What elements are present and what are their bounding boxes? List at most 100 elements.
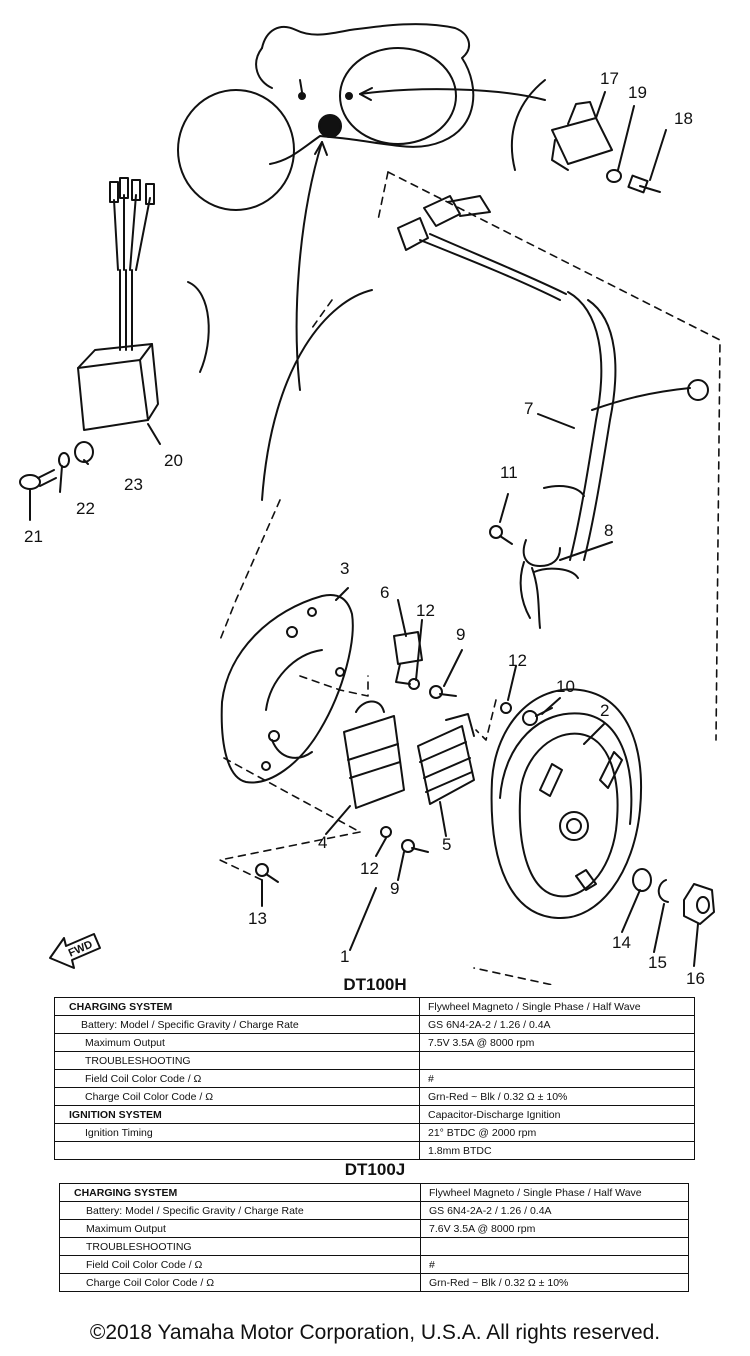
wire-clamp — [522, 539, 561, 567]
screw-18 — [627, 174, 661, 194]
parts-diagram: 1 2 3 4 5 6 7 8 9 9 10 11 12 12 12 13 14… — [19, 23, 721, 985]
screw-9-upper — [429, 685, 457, 699]
screw-11 — [489, 525, 513, 545]
table-row: Field Coil Color Code / Ω# — [59, 1255, 689, 1274]
screw-13 — [255, 863, 279, 883]
regulator-location-dot — [345, 92, 353, 100]
row-value: Capacitor-Discharge Ignition — [419, 1105, 695, 1124]
row-value — [420, 1237, 689, 1256]
table-row: 1.8mm BTDC — [54, 1141, 695, 1160]
copyright-notice: ©2018 Yamaha Motor Corporation, U.S.A. A… — [89, 1321, 661, 1344]
nut-19 — [606, 169, 622, 183]
small-location-dot — [298, 92, 306, 100]
plain-washer-23 — [74, 441, 94, 463]
cdi-screw-21 — [19, 469, 57, 490]
row-value: 1.8mm BTDC — [419, 1141, 695, 1160]
row-value: 7.6V 3.5A @ 8000 rpm — [420, 1219, 689, 1238]
table-row: Battery: Model / Specific Gravity / Char… — [59, 1201, 689, 1220]
callout-13: 13 — [248, 909, 267, 928]
callout-1: 1 — [340, 947, 349, 966]
callout-2: 2 — [600, 701, 609, 720]
screw-10 — [522, 707, 553, 726]
callout-6: 6 — [380, 583, 389, 602]
callout-5: 5 — [442, 835, 451, 854]
callout-8: 8 — [604, 521, 613, 540]
callout-22: 22 — [76, 499, 95, 518]
row-label: Field Coil Color Code / Ω — [59, 1255, 421, 1274]
stator-plate — [220, 594, 354, 784]
row-value: Flywheel Magneto / Single Phase / Half W… — [420, 1183, 689, 1202]
row-value — [419, 1051, 695, 1070]
charge-coil — [417, 713, 475, 805]
row-label: CHARGING SYSTEM — [59, 1183, 421, 1202]
callout-4: 4 — [318, 833, 327, 852]
callout-12-upper: 12 — [416, 601, 435, 620]
row-value: # — [420, 1255, 689, 1274]
row-label: TROUBLESHOOTING — [59, 1237, 421, 1256]
callout-12-lower: 12 — [360, 859, 379, 878]
row-value: # — [419, 1069, 695, 1088]
lock-washer-22 — [58, 452, 70, 468]
row-label: Field Coil Color Code / Ω — [54, 1069, 420, 1088]
row-value: 21° BTDC @ 2000 rpm — [419, 1123, 695, 1142]
callout-19: 19 — [628, 83, 647, 102]
nut-16 — [683, 883, 715, 925]
callout-3: 3 — [340, 559, 349, 578]
callout-9-lower: 9 — [390, 879, 399, 898]
row-value: Grn-Red ~ Blk / 0.32 Ω ± 10% — [419, 1087, 695, 1106]
table-title-dt100j: DT100J — [344, 1160, 406, 1179]
callout-15: 15 — [648, 953, 667, 972]
row-label: Ignition Timing — [54, 1123, 420, 1142]
washer-12-upper — [408, 678, 420, 690]
row-label: IGNITION SYSTEM — [54, 1105, 420, 1124]
row-label — [54, 1141, 420, 1160]
motorcycle-outline — [177, 23, 475, 211]
row-label: Maximum Output — [54, 1033, 420, 1052]
table-row: TROUBLESHOOTING — [59, 1237, 689, 1256]
arrow-to-regulator — [359, 88, 546, 101]
callout-7: 7 — [524, 399, 533, 418]
row-label: Battery: Model / Specific Gravity / Char… — [59, 1201, 421, 1220]
callout-12-middle: 12 — [508, 651, 527, 670]
screw-9-lower — [401, 839, 429, 853]
row-value: GS 6N4-2A-2 / 1.26 / 0.4A — [419, 1015, 695, 1034]
row-label: Charge Coil Color Code / Ω — [54, 1087, 420, 1106]
cdi-location-dot — [318, 114, 342, 138]
pickup-coil — [393, 631, 423, 685]
lock-washer-15 — [657, 879, 669, 903]
row-value: 7.5V 3.5A @ 8000 rpm — [419, 1033, 695, 1052]
callout-17: 17 — [600, 69, 619, 88]
wire-harness — [397, 195, 709, 629]
arrow-to-cdi — [295, 141, 323, 391]
callout-14: 14 — [612, 933, 631, 952]
callout-20: 20 — [164, 451, 183, 470]
washer-12-middle — [500, 702, 512, 714]
table-title-dt100h: DT100H — [343, 975, 407, 994]
callout-21: 21 — [24, 527, 43, 546]
washer-14 — [632, 868, 652, 892]
callout-11: 11 — [500, 463, 518, 482]
fwd-arrow-icon — [49, 933, 101, 969]
table-row: TROUBLESHOOTING — [54, 1051, 695, 1070]
cdi-unit — [77, 177, 159, 431]
washer-12-lower — [380, 826, 392, 838]
row-label: Charge Coil Color Code / Ω — [59, 1273, 421, 1292]
callout-9-upper: 9 — [456, 625, 465, 644]
field-coil — [343, 700, 405, 809]
table-row: Field Coil Color Code / Ω# — [54, 1069, 695, 1088]
callout-16: 16 — [686, 969, 705, 985]
row-label: Maximum Output — [59, 1219, 421, 1238]
row-value: Flywheel Magneto / Single Phase / Half W… — [419, 997, 695, 1016]
callout-23: 23 — [124, 475, 143, 494]
row-label: TROUBLESHOOTING — [54, 1051, 420, 1070]
